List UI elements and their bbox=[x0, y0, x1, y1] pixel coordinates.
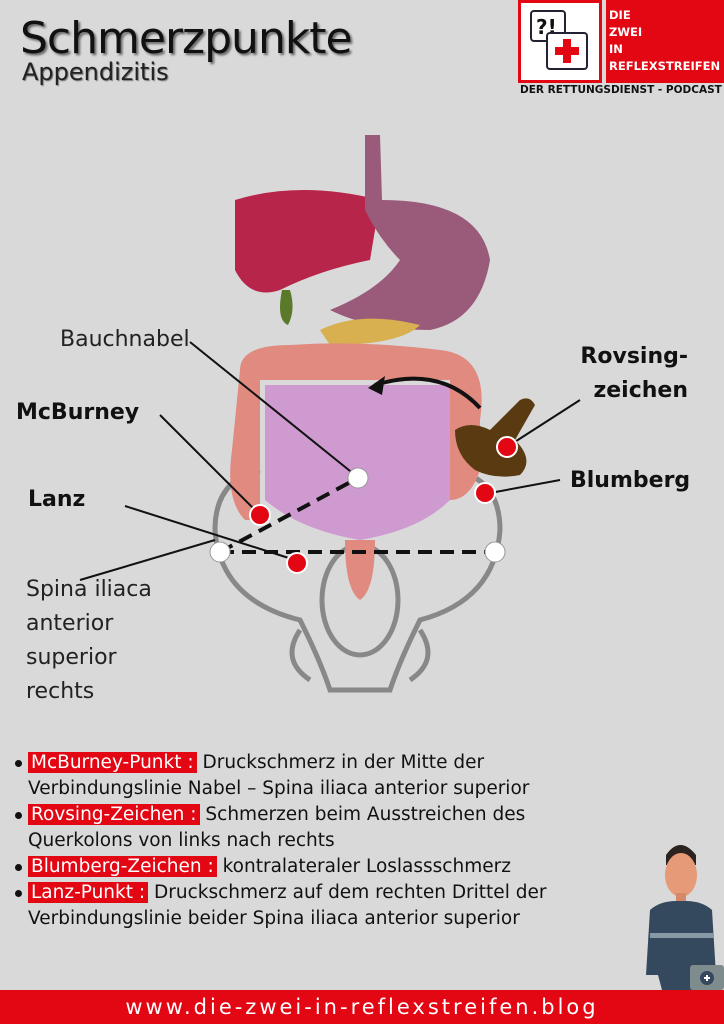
list-text: Verbindungslinie beider Spina iliaca ant… bbox=[28, 908, 520, 929]
list-tag: Rovsing-Zeichen : bbox=[28, 804, 200, 825]
logo-line: ZWEI bbox=[609, 25, 643, 39]
label-lanz: Lanz bbox=[28, 487, 86, 512]
arrow-head bbox=[368, 376, 385, 395]
label-spina: Spina iliaca anterior superior rechts bbox=[26, 573, 152, 709]
small-intestine bbox=[265, 385, 450, 540]
list-text: Querkolons von links nach rechts bbox=[28, 830, 335, 851]
rovsing-point bbox=[496, 436, 518, 458]
navel-point bbox=[347, 467, 369, 489]
stomach bbox=[330, 135, 490, 330]
abdomen-illustration bbox=[79, 135, 581, 693]
colon bbox=[230, 343, 482, 520]
blumberg-point bbox=[474, 482, 496, 504]
list-tag: McBurney-Punkt : bbox=[28, 752, 197, 773]
logo-line: IN bbox=[609, 42, 623, 56]
label-line: rechts bbox=[26, 679, 95, 704]
label-line: superior bbox=[26, 645, 117, 670]
spina-left-point bbox=[484, 541, 506, 563]
label-line: anterior bbox=[26, 611, 114, 636]
label-line: Rovsing- bbox=[580, 344, 688, 369]
list-item: Rovsing-Zeichen : Schmerzen beim Ausstre… bbox=[12, 802, 546, 854]
rectum bbox=[345, 540, 375, 600]
podcast-logo: ?! DIE ZWEI IN REFLEXSTREIFEN DER RETTUN… bbox=[518, 0, 724, 98]
speech-bubble-icon: ?! bbox=[518, 0, 602, 83]
liver bbox=[235, 190, 380, 293]
list-text: Druckschmerz in der Mitte der bbox=[202, 752, 485, 773]
label-line: Spina iliaca bbox=[26, 577, 152, 602]
gallbladder bbox=[280, 290, 293, 325]
footer-url[interactable]: www.die-zwei-in-reflexstreifen.blog bbox=[0, 990, 724, 1024]
mcburney-line bbox=[219, 476, 359, 554]
pancreas bbox=[320, 318, 420, 345]
label-mcburney: McBurney bbox=[16, 400, 140, 425]
label-blumberg: Blumberg bbox=[570, 468, 691, 493]
logo-line: DIE bbox=[609, 8, 631, 22]
list-item: McBurney-Punkt : Druckschmerz in der Mit… bbox=[12, 750, 546, 802]
list-tag: Lanz-Punkt : bbox=[28, 882, 149, 903]
list-text: Verbindungslinie Nabel – Spina iliaca an… bbox=[28, 778, 530, 799]
paramedic-illustration bbox=[646, 845, 724, 990]
hand-icon bbox=[455, 398, 535, 477]
logo-text: DIE ZWEI IN REFLEXSTREIFEN bbox=[606, 0, 724, 83]
label-bauchnabel: Bauchnabel bbox=[60, 327, 190, 352]
list-text: kontralateraler Loslassschmerz bbox=[222, 856, 511, 877]
list-text: Schmerzen beim Ausstreichen des bbox=[205, 804, 526, 825]
rovsing-arrow bbox=[374, 376, 482, 410]
label-line: zeichen bbox=[593, 378, 688, 403]
logo-line: REFLEXSTREIFEN bbox=[609, 59, 721, 73]
list-item: Lanz-Punkt : Druckschmerz auf dem rechte… bbox=[12, 880, 546, 932]
sign-list: McBurney-Punkt : Druckschmerz in der Mit… bbox=[12, 750, 546, 932]
list-text: Druckschmerz auf dem rechten Drittel der bbox=[154, 882, 547, 903]
spina-right-point bbox=[209, 541, 231, 563]
list-item: Blumberg-Zeichen : kontralateraler Losla… bbox=[12, 854, 546, 880]
logo-tagline: DER RETTUNGSDIENST - PODCAST bbox=[520, 84, 722, 96]
lanz-point bbox=[286, 552, 308, 574]
list-tag: Blumberg-Zeichen : bbox=[28, 856, 217, 877]
page-title: Schmerzpunkte bbox=[20, 13, 353, 64]
label-rovsing: Rovsing- zeichen bbox=[578, 340, 688, 408]
mcburney-point bbox=[249, 504, 271, 526]
page-subtitle: Appendizitis bbox=[22, 58, 169, 86]
